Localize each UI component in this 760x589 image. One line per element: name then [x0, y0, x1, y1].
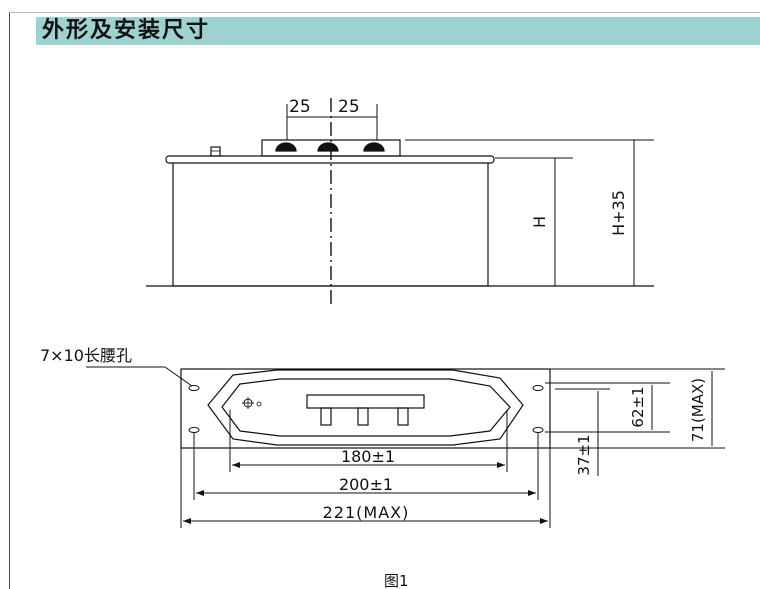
total-height-label: H+35 [609, 190, 628, 236]
slot-note: 7×10长腰孔 [40, 346, 132, 365]
width-inner-label: 180±1 [341, 447, 395, 466]
bottom-view [86, 366, 725, 528]
mounting-plate [180, 368, 551, 449]
spacing-label-right: 25 [338, 97, 360, 117]
figure-caption: 图1 [384, 572, 409, 589]
lid-stud [210, 146, 221, 157]
width-mounting-label: 200±1 [339, 475, 393, 494]
section-title: 外形及安装尺寸 [42, 18, 211, 43]
side-view [146, 98, 654, 306]
spacing-label-left: 25 [289, 97, 311, 117]
section-title-bar: 外形及安装尺寸 [36, 17, 760, 45]
terminal-block-top [306, 394, 425, 409]
width-max-label: 221(MAX) [323, 503, 410, 522]
terminal-posts [275, 142, 385, 152]
page-border-left [9, 12, 10, 589]
lid-outline-inner [221, 378, 511, 437]
capacitor-lid-rim [165, 155, 495, 164]
offset-label: 37±1 [575, 434, 593, 475]
height-label: H [530, 216, 549, 228]
depth-max-label: 71(MAX) [689, 378, 707, 442]
page-border-top [9, 12, 760, 13]
depth-mounting-label: 62±1 [629, 386, 647, 427]
lid-outline-outer [207, 369, 524, 446]
